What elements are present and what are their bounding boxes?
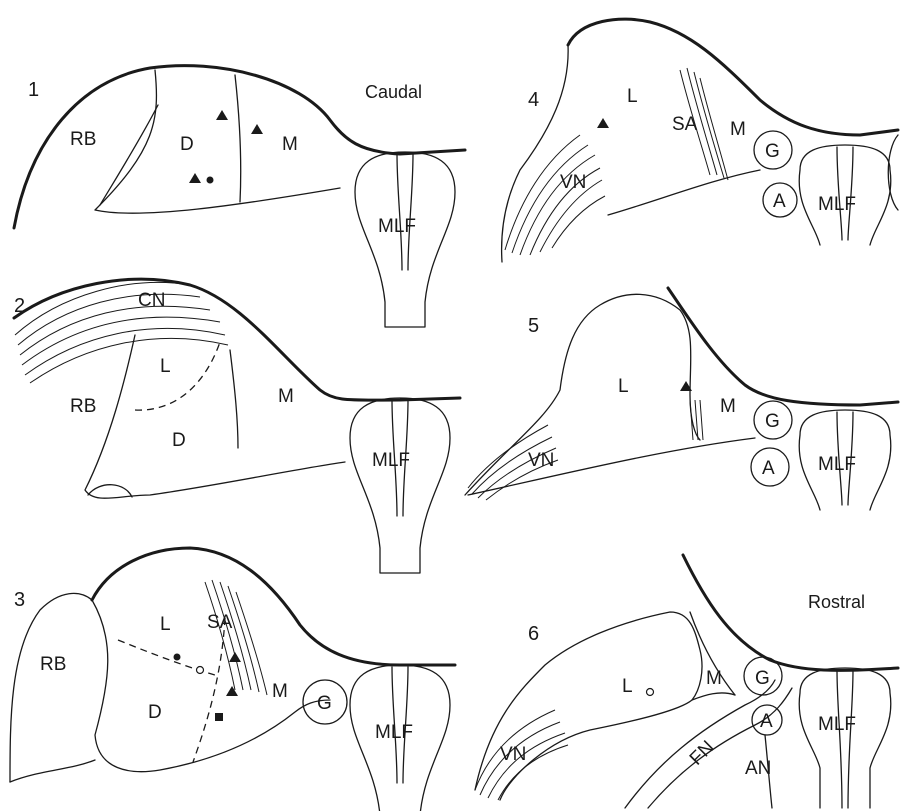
section-outline [683,555,898,670]
nucleus-boundary [193,618,225,762]
filled-triangle-marker [597,118,609,128]
region-label-rb: RB [70,129,96,150]
region-label-l: L [622,676,633,697]
region-label-l: L [160,614,171,635]
section-outline [14,279,460,400]
region-label-g: G [765,141,780,162]
fiber-tract-sa [205,580,267,695]
region-label-vn: VN [560,172,586,193]
region-label-d: D [148,702,162,723]
section-outline [568,19,898,135]
region-label-sa: SA [672,114,698,135]
panel-number: 4 [528,89,539,111]
region-label-g: G [765,411,780,432]
region-outline-rb [10,593,92,782]
panel-2: 2 CN L RB D M MLF [14,279,460,573]
filled-square-marker [215,713,223,721]
nucleus-boundary [95,70,340,213]
region-label-d: D [172,430,186,451]
region-label-mlf: MLF [375,722,413,743]
panel-number: 1 [28,79,39,101]
region-label-sa: SA [207,612,233,633]
fiber-tract-vn [505,135,605,255]
nucleus-boundary [468,438,755,495]
filled-triangle-marker [226,686,238,696]
region-label-mlf: MLF [818,194,856,215]
panel-number: 5 [528,315,539,337]
nucleus-boundary [88,485,132,497]
nucleus-boundary [85,335,345,498]
region-label-m: M [272,681,288,702]
panel-6: 6 Rostral L M G VN FN A AN MLF [475,555,898,808]
region-outline [475,612,702,800]
filled-triangle-marker [229,652,241,662]
nucleus-boundary [692,693,735,700]
region-label-a: A [762,458,775,479]
orientation-caption-rostral: Rostral [808,592,865,612]
nucleus-boundary [100,105,158,205]
section-outline [668,288,898,405]
nucleus-boundary [608,170,760,215]
mlf-outline [799,668,891,808]
region-label-rb: RB [70,396,96,417]
open-circle-marker [197,667,204,674]
region-label-mlf: MLF [818,714,856,735]
open-circle-marker [647,689,654,696]
region-label-g: G [755,668,770,689]
region-label-d: D [180,134,194,155]
region-label-m: M [282,134,298,155]
region-label-fn: FN [686,737,719,770]
panel-3: 3 RB L SA M D G MLF [10,548,455,811]
region-label-mlf: MLF [818,454,856,475]
mlf-outline [355,152,455,327]
nucleus-boundary [235,75,241,202]
panel-5: 5 L M VN G A MLF [465,288,898,510]
region-label-vn: VN [500,744,526,765]
nucleus-boundary [230,350,238,448]
mlf-outline [350,398,450,573]
region-label-g: G [317,693,332,714]
filled-triangle-marker [251,124,263,134]
region-label-l: L [627,86,638,107]
filled-circle-marker [174,654,181,661]
region-label-l: L [160,356,171,377]
region-label-vn: VN [528,450,554,471]
filled-triangle-marker [216,110,228,120]
region-label-cn: CN [138,290,165,311]
region-label-m: M [730,119,746,140]
section-outline [92,548,455,665]
region-label-mlf: MLF [372,450,410,471]
region-outline [465,294,700,495]
region-label-a: A [760,711,773,732]
nucleus-boundary [135,342,220,410]
panel-number: 3 [14,589,25,611]
panel-number: 6 [528,623,539,645]
region-label-m: M [706,668,722,689]
filled-triangle-marker [189,173,201,183]
region-label-mlf: MLF [378,216,416,237]
nucleus-boundary [10,760,95,782]
region-label-m: M [720,396,736,417]
region-label-a: A [773,191,786,212]
panel-4: 4 L SA M VN G A MLF [502,19,898,262]
region-label-l: L [618,376,629,397]
region-label-rb: RB [40,654,66,675]
region-label-m: M [278,386,294,407]
region-label-an: AN [745,758,771,779]
filled-circle-marker [207,177,214,184]
orientation-caption-caudal: Caudal [365,82,422,102]
